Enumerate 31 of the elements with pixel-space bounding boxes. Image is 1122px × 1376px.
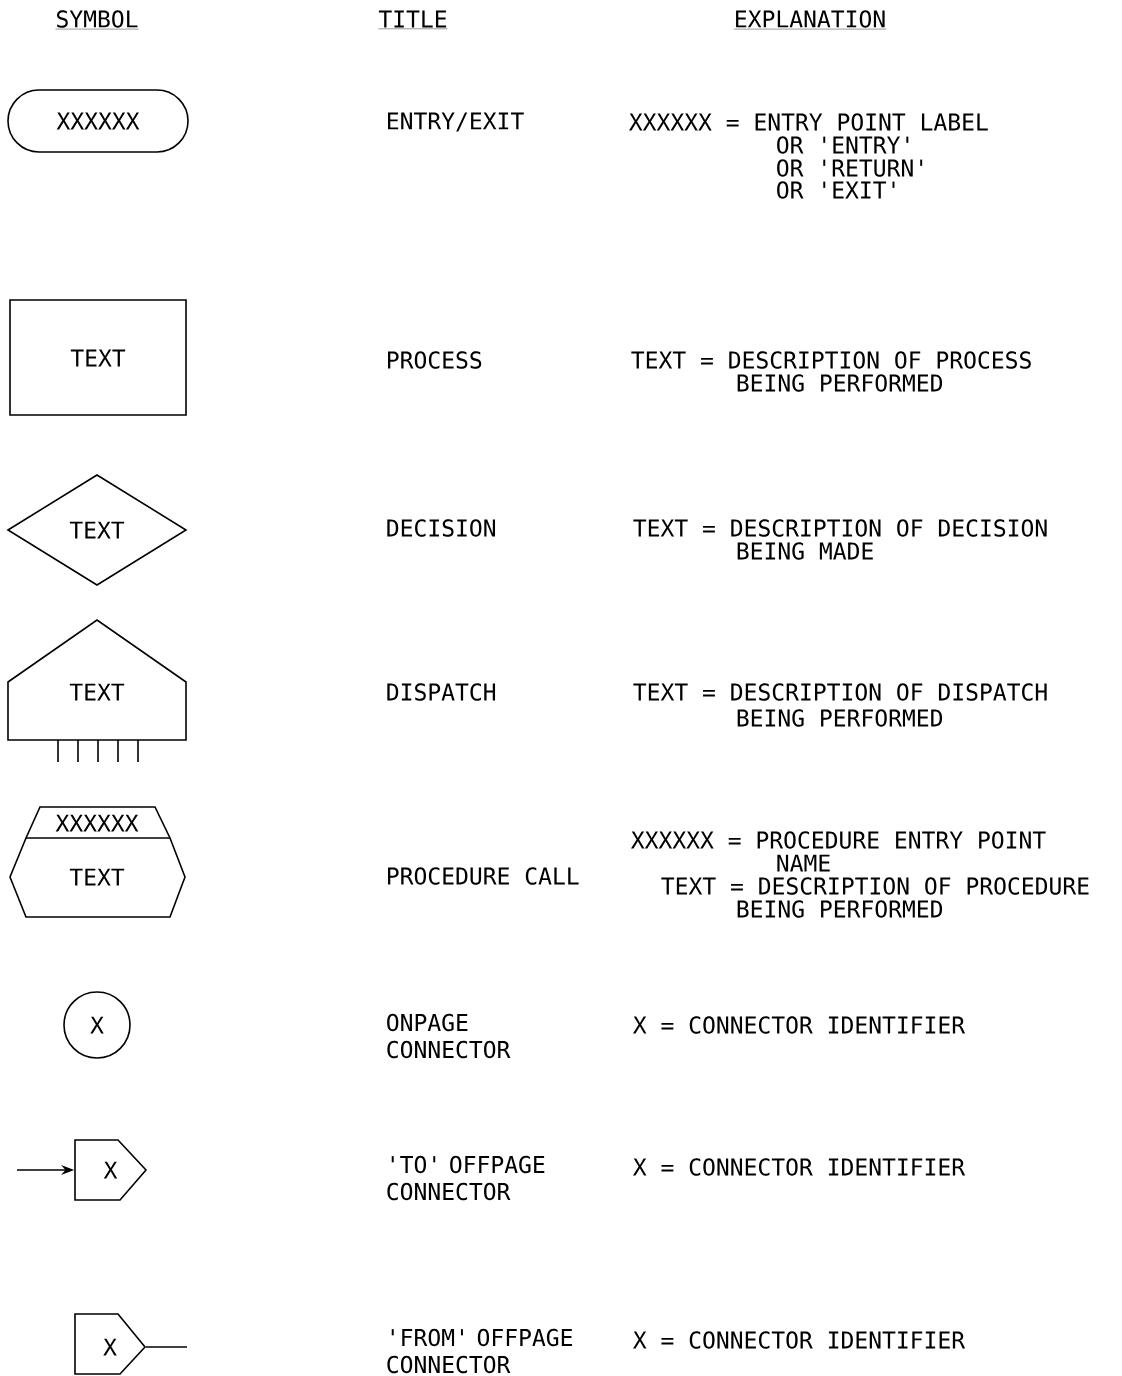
symbol-title: 'FROM' OFFPAGE CONNECTOR [387,1328,572,1374]
explanation-text: BEING PERFORMED [737,709,943,727]
explanation-text: BEING PERFORMED [737,374,943,392]
explanation-text: OR 'EXIT' [777,181,895,199]
symbol-title: 'TO' OFFPAGE CONNECTOR [387,1155,545,1201]
column-header: SYMBOL [55,10,139,30]
symbol-title: DISPATCH [387,683,496,701]
explanation-text: BEING PERFORMED [737,900,943,918]
explanation-text: TEXT = DESCRIPTION OF PROCESS [631,351,1031,369]
symbol-title: ONPAGE CONNECTOR [387,1013,511,1059]
explanation-text: TEXT = DESCRIPTION OF DISPATCH [633,683,1047,701]
offpage-connector: X [74,1313,147,1375]
explanation-text: X = CONNECTOR IDENTIFIER [633,1016,966,1034]
explanation-text: OR 'RETURN' [777,159,923,177]
explanation-text: XXXXXX = PROCEDURE ENTRY POINT [631,831,1046,849]
explanation-text: X = CONNECTOR IDENTIFIER [633,1331,966,1349]
symbol-title: DECISION [387,519,495,537]
symbol-title: PROCEDURE CALL [388,867,579,885]
symbol-title: PROCESS [388,351,482,369]
explanation-text: TEXT = DESCRIPTION OF DECISION [633,519,1047,537]
explanation-text: OR 'ENTRY' [777,136,909,154]
explanation-text: XXXXXX = ENTRY POINT LABEL [629,113,988,131]
offpage-connector: X [74,1139,148,1201]
symbol-title: ENTRY/EXIT [388,112,524,132]
process-box: TEXT [9,299,187,416]
explanation-text: TEXT = DESCRIPTION OF PROCEDURE [661,877,1089,895]
column-header: TITLE [378,10,448,29]
explanation-text: BEING MADE [737,542,873,560]
explanation-text: X = CONNECTOR IDENTIFIER [633,1158,966,1176]
column-header: EXPLANATION [733,10,887,30]
explanation-text: NAME [777,854,830,872]
